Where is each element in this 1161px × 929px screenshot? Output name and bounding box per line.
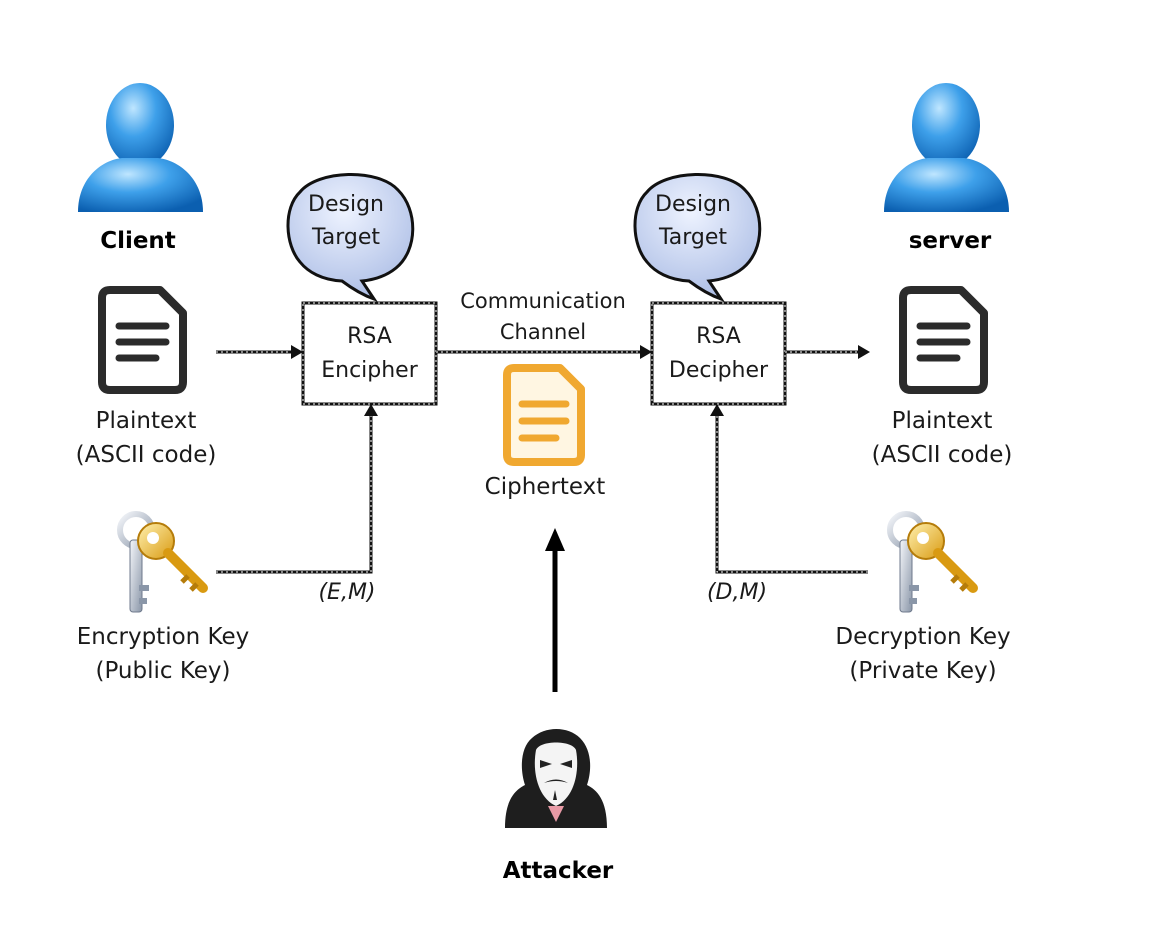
design-target-right-line2: Target bbox=[658, 225, 728, 250]
decryption-key-line1: Decryption Key bbox=[835, 624, 1011, 650]
encryption-key-line bbox=[216, 414, 373, 574]
design-target-left-bubble bbox=[286, 173, 415, 302]
decipher-box: RSA Decipher bbox=[655, 306, 782, 401]
plaintext-right-label: Plaintext (ASCII code) bbox=[856, 404, 1028, 472]
design-target-right-bubble bbox=[633, 173, 762, 302]
attacker-hacker-icon bbox=[505, 729, 607, 828]
encipher-box-line1: RSA bbox=[347, 323, 392, 349]
design-target-left-text: Design Target bbox=[290, 188, 402, 254]
channel-line2: Channel bbox=[499, 320, 587, 344]
client-user-icon bbox=[78, 83, 203, 212]
plaintext-left-line1: Plaintext bbox=[95, 408, 197, 434]
channel-line1: Communication bbox=[460, 289, 626, 313]
plaintext-left-line2: (ASCII code) bbox=[75, 442, 217, 468]
design-target-right-text: Design Target bbox=[637, 188, 749, 254]
arrowheads bbox=[291, 345, 870, 416]
encryption-key-label: Encryption Key (Public Key) bbox=[58, 620, 268, 688]
plaintext-right-line1: Plaintext bbox=[891, 408, 993, 434]
encipher-box: RSA Encipher bbox=[306, 306, 433, 401]
design-target-left-line1: Design bbox=[308, 192, 384, 217]
decryption-key-line2: (Private Key) bbox=[849, 658, 997, 684]
decryption-key-label: Decryption Key (Private Key) bbox=[818, 620, 1028, 688]
encipher-box-line2: Encipher bbox=[321, 357, 418, 383]
design-target-left-line2: Target bbox=[311, 225, 381, 250]
decryption-key-line bbox=[715, 414, 868, 574]
arrowhead-encipher-in bbox=[291, 345, 303, 359]
decipher-box-line2: Decipher bbox=[668, 357, 769, 383]
attacker-label: Attacker bbox=[502, 858, 614, 884]
decipher-box-dash bbox=[651, 302, 786, 405]
plaintext-left-label: Plaintext (ASCII code) bbox=[60, 404, 232, 472]
server-user-icon bbox=[884, 83, 1009, 212]
plaintext-right-line2: (ASCII code) bbox=[871, 442, 1013, 468]
encryption-key-line2: (Public Key) bbox=[95, 658, 231, 684]
plaintext-left-document-icon bbox=[98, 286, 187, 394]
server-label: server bbox=[908, 228, 992, 254]
arrowhead-decipher-in bbox=[640, 345, 652, 359]
arrowhead-decryption-key bbox=[710, 404, 724, 416]
encipher-box-dash bbox=[302, 302, 437, 405]
encryption-key-icon bbox=[117, 511, 208, 613]
decryption-key-param: (D,M) bbox=[706, 580, 768, 605]
client-label: Client bbox=[100, 228, 176, 254]
ciphertext-label: Ciphertext bbox=[484, 474, 606, 500]
channel-label: Communication Channel bbox=[450, 286, 636, 348]
encryption-key-param: (E,M) bbox=[318, 580, 376, 605]
encryption-key-line1: Encryption Key bbox=[76, 624, 250, 650]
attacker-arrowhead bbox=[545, 528, 565, 551]
arrowhead-plaintext-out bbox=[858, 345, 870, 359]
connector-dashes bbox=[216, 351, 868, 573]
plaintext-right-document-icon bbox=[899, 286, 988, 394]
ciphertext-document-icon bbox=[503, 364, 585, 466]
decryption-key-icon bbox=[887, 511, 978, 613]
arrowhead-encryption-key bbox=[364, 404, 378, 416]
decipher-box-line1: RSA bbox=[696, 323, 741, 349]
encipher-box-border bbox=[301, 301, 438, 406]
design-target-right-line1: Design bbox=[655, 192, 731, 217]
